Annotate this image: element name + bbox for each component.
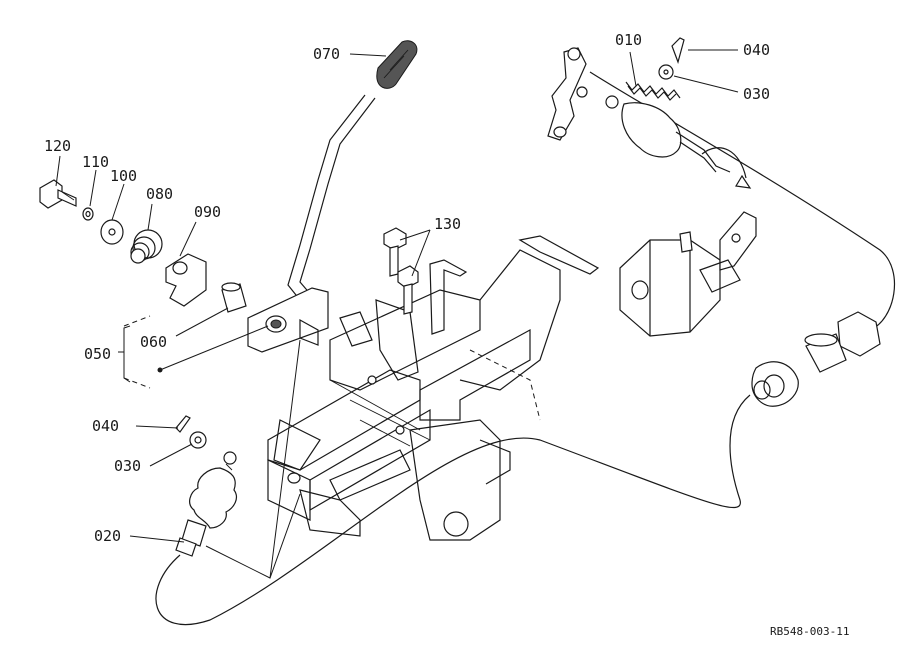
leader-lines (55, 49, 739, 579)
shift-lever (287, 40, 418, 301)
label-part-030-left: 030 (114, 457, 142, 475)
label-part-030-top: 030 (743, 85, 771, 103)
label-part-060: 060 (140, 333, 168, 351)
label-part-130: 130 (434, 215, 462, 233)
reference-code: RB548-003-11 (770, 625, 850, 638)
label-part-040-top: 040 (743, 41, 771, 59)
transmission-bracket (619, 211, 757, 337)
label-part-050: 050 (84, 345, 112, 363)
label-part-110: 110 (82, 153, 110, 171)
lever-base-plate (247, 287, 329, 353)
left-exploded-parts (39, 179, 247, 313)
label-part-070: 070 (313, 45, 341, 63)
label-part-120: 120 (44, 137, 72, 155)
label-part-040-left: 040 (92, 417, 120, 435)
bolts-130 (383, 227, 419, 315)
console-frame (267, 235, 600, 541)
cable-end-left (175, 415, 238, 557)
label-part-080: 080 (146, 185, 174, 203)
cable-end-lower-right (751, 311, 881, 407)
label-part-010: 010 (615, 31, 643, 49)
label-part-020: 020 (94, 527, 122, 545)
label-part-100: 100 (110, 167, 138, 185)
cable-end-right (547, 37, 752, 189)
label-part-090: 090 (194, 203, 222, 221)
